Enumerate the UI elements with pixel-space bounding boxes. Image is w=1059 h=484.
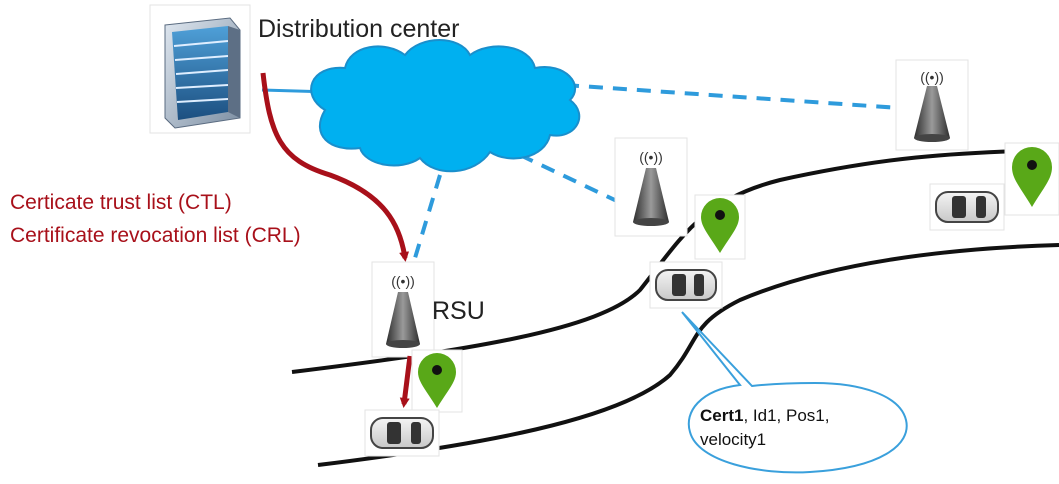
car-icon xyxy=(929,183,1005,231)
server-icon xyxy=(149,4,251,134)
car-icon xyxy=(364,409,440,457)
location-pin-icon xyxy=(1004,142,1059,216)
car-icon xyxy=(649,261,723,309)
bubble-text: Cert1, Id1, Pos1, velocity1 xyxy=(700,404,910,452)
bubble-line1-rest: , Id1, Pos1, xyxy=(743,406,830,425)
svg-text:((•)): ((•)) xyxy=(639,149,663,165)
link-cloud-to-far-antenna xyxy=(564,83,901,110)
ctl-label: Certicate trust list (CTL) xyxy=(10,191,232,214)
svg-text:((•)): ((•)) xyxy=(920,69,944,85)
rsu-label: RSU xyxy=(432,297,485,325)
distribution-center-label: Distribution center xyxy=(258,15,460,43)
rsu-to-car-arrow xyxy=(399,355,413,408)
rsu-antenna-icon: ((•)) xyxy=(371,261,435,358)
svg-text:((•)): ((•)) xyxy=(391,273,415,289)
antenna-icon: ((•)) xyxy=(895,59,969,151)
crl-label: Certificate revocation list (CRL) xyxy=(10,224,301,247)
crl-ctl-arrow xyxy=(260,72,410,262)
antenna-icon: ((•)) xyxy=(614,137,688,237)
location-pin-icon xyxy=(694,194,746,260)
cert-speech-bubble xyxy=(681,311,908,474)
cert-id: Cert1 xyxy=(700,406,744,425)
link-cloud-to-rsu xyxy=(410,174,442,269)
network-links xyxy=(410,83,901,269)
bubble-line2: velocity1 xyxy=(700,430,767,449)
cloud-icon xyxy=(310,39,581,173)
road-lower xyxy=(317,243,1059,467)
location-pin-icon xyxy=(411,349,463,413)
